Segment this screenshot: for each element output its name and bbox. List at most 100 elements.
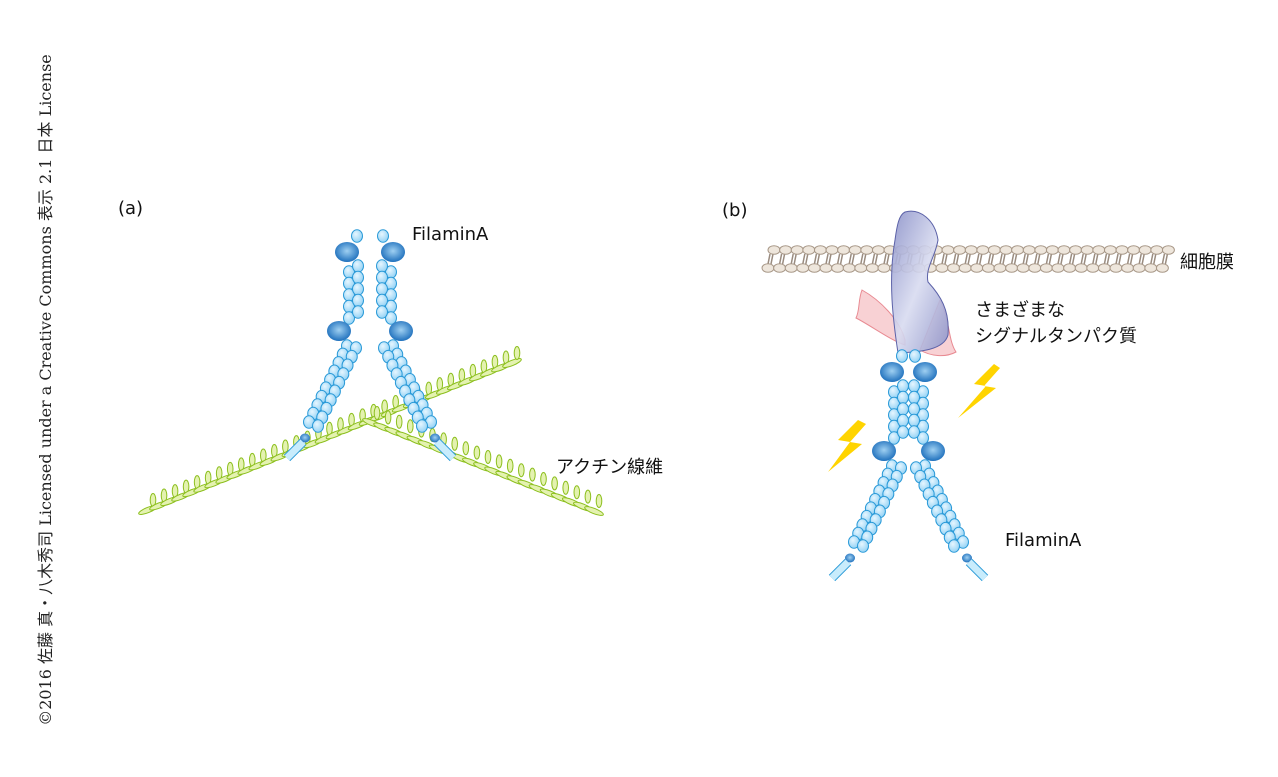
lipid-head <box>854 263 868 273</box>
lipid-tail <box>883 253 887 265</box>
lipid-tail <box>793 253 797 265</box>
lipid-head <box>790 245 804 255</box>
lipid-tail <box>839 253 844 265</box>
lipid-head <box>773 263 787 273</box>
lipid-head <box>1051 263 1065 273</box>
lipid-head <box>1092 245 1106 255</box>
actin-subunit <box>562 480 570 495</box>
filamin-domain <box>376 259 388 273</box>
lipid-head <box>1155 263 1169 273</box>
lipid-tail <box>767 253 771 265</box>
lipid-head <box>1150 245 1164 255</box>
signal-label-2: シグナルタンパク質 <box>975 326 1137 347</box>
lipid-tail <box>1045 253 1050 265</box>
panel-a-label: (a) <box>118 198 144 219</box>
lipid-tail <box>1153 253 1157 265</box>
filamin-rod <box>829 559 851 581</box>
actin-subunit <box>395 414 403 429</box>
lipid-head <box>1074 263 1088 273</box>
lipid-head <box>947 263 961 273</box>
lipid-head <box>767 245 781 255</box>
lipid-head <box>1057 245 1071 255</box>
actin-subunit <box>513 346 521 360</box>
filamin-domain <box>385 311 397 325</box>
lipid-head <box>941 245 955 255</box>
copyright-notice: ©2016 佐藤 真・八木秀司 Licensed under a Creativ… <box>36 54 55 726</box>
receptor-protein <box>891 210 949 354</box>
lipid-tail <box>1071 253 1076 265</box>
lipid-tail <box>990 253 995 265</box>
lipid-head <box>976 245 990 255</box>
lipid-tail <box>1034 253 1038 265</box>
filamin-dimer-domain <box>880 362 904 382</box>
lipid-tail <box>979 253 983 265</box>
filamin-domain <box>897 425 909 439</box>
lipid-tail <box>1164 253 1169 265</box>
signal-proteins <box>855 210 957 357</box>
filamin-domain <box>376 305 388 319</box>
actin-subunit <box>573 485 581 500</box>
lipid-head <box>970 263 984 273</box>
lipid-head <box>831 263 845 273</box>
filamin-molecules <box>283 229 989 582</box>
filamin-domain <box>908 425 920 439</box>
lipid-head <box>865 263 879 273</box>
actin-subunit <box>551 476 558 491</box>
actin-subunit <box>584 489 592 504</box>
actin-subunit <box>518 463 525 478</box>
lipid-tail <box>1080 253 1084 265</box>
lipid-tail <box>1025 253 1029 265</box>
lipid-head <box>1069 245 1083 255</box>
filamin-domain <box>897 402 909 416</box>
lipid-tail <box>1037 253 1041 265</box>
filamin-domain <box>908 402 920 416</box>
filamin-domain <box>416 419 428 433</box>
lipid-tail <box>778 253 783 265</box>
filamin-domain <box>908 390 920 405</box>
filamin-domain <box>312 419 324 433</box>
filamin-end-domain <box>962 553 972 563</box>
lipid-head <box>953 245 967 255</box>
lipid-head <box>1138 245 1152 255</box>
lipid-head <box>807 263 821 273</box>
lipid-tail <box>1129 253 1134 265</box>
lipid-tail <box>987 253 992 265</box>
lipid-head <box>1045 245 1059 255</box>
lipid-head <box>825 245 839 255</box>
cell-membrane <box>761 245 1175 273</box>
lipid-head <box>1063 263 1077 273</box>
actin-subunit <box>373 406 381 420</box>
lipid-tail <box>874 253 879 265</box>
actin-label: アクチン線維 <box>556 457 664 478</box>
lipid-tail <box>790 253 794 265</box>
filamin-domain <box>377 229 389 243</box>
lipid-head <box>848 245 862 255</box>
lipid-head <box>1080 245 1094 255</box>
lipid-head <box>871 245 885 255</box>
lipid-tail <box>1092 253 1096 265</box>
lipid-head <box>837 245 851 255</box>
actin-subunit <box>529 467 536 482</box>
lipid-tail <box>1048 253 1053 265</box>
lipid-tail <box>1115 253 1119 265</box>
lipid-tail <box>1141 253 1145 265</box>
actin-subunit <box>384 410 392 425</box>
filamin-dimer-domain <box>921 441 945 461</box>
filamin-dimer-domain <box>872 441 896 461</box>
lipid-head <box>860 245 874 255</box>
filamin-domain <box>352 259 364 273</box>
lipid-tail <box>851 253 855 265</box>
lipid-tail <box>1010 253 1015 265</box>
lipid-tail <box>781 253 786 265</box>
lipid-head <box>1022 245 1036 255</box>
lipid-tail <box>944 253 948 265</box>
filamin-rod <box>284 439 306 461</box>
lipid-head <box>784 263 798 273</box>
lipid-head <box>964 245 978 255</box>
lipid-head <box>1005 263 1019 273</box>
lipid-head <box>877 263 891 273</box>
filamin-domain <box>948 539 960 553</box>
filamin-end-domain <box>430 433 440 443</box>
filamin-rod <box>434 439 456 461</box>
